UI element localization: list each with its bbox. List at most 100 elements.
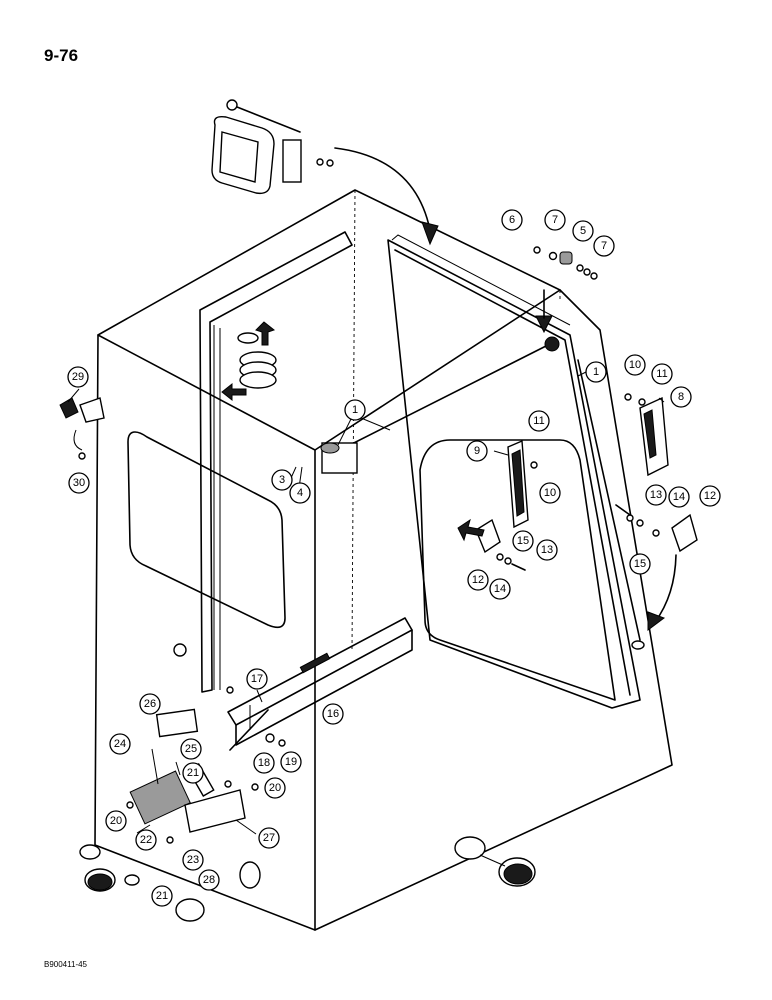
svg-text:13: 13: [650, 489, 662, 501]
svg-text:25: 25: [185, 743, 197, 755]
callout-20-a: 20: [264, 777, 286, 799]
callout-13-b: 13: [536, 539, 558, 561]
control-assembly: [126, 643, 286, 844]
svg-text:4: 4: [297, 487, 303, 499]
callout-26: 26: [139, 693, 161, 715]
callout-10-b: 10: [539, 482, 561, 504]
cab-body: [94, 189, 673, 931]
handle-bracket: [624, 393, 669, 477]
callout-15-b: 15: [512, 530, 534, 552]
svg-text:13: 13: [541, 544, 553, 556]
callout-7-a: 7: [544, 209, 566, 231]
svg-text:15: 15: [517, 535, 529, 547]
callout-4: 4: [289, 482, 311, 504]
callout-19: 19: [280, 751, 302, 773]
callout-22: 22: [135, 829, 157, 851]
callout-6: 6: [501, 209, 523, 231]
svg-text:28: 28: [203, 874, 215, 886]
svg-text:20: 20: [110, 815, 122, 827]
svg-text:8: 8: [678, 391, 684, 403]
svg-text:20: 20: [269, 782, 281, 794]
figure-code: B900411-45: [44, 960, 87, 969]
svg-text:18: 18: [258, 757, 270, 769]
svg-text:23: 23: [187, 854, 199, 866]
callout-8: 8: [670, 386, 692, 408]
plug-arrow: [479, 854, 506, 867]
leader-lines: [67, 371, 665, 835]
latch-arrow-right: [654, 554, 677, 623]
callout-11-a: 11: [651, 363, 673, 385]
callout-14-b: 14: [489, 578, 511, 600]
latch-brackets: [475, 504, 698, 571]
svg-text:7: 7: [601, 240, 607, 252]
grab-handle: [507, 439, 538, 529]
svg-text:17: 17: [251, 673, 263, 685]
callout-21-b: 21: [151, 885, 173, 907]
svg-text:1: 1: [352, 404, 358, 416]
callout-9: 9: [466, 440, 488, 462]
svg-text:11: 11: [656, 368, 667, 380]
stay-cable: [320, 336, 645, 650]
callout-3: 3: [271, 469, 293, 491]
svg-text:12: 12: [472, 574, 484, 586]
mirror-arrow-head: [421, 221, 439, 246]
svg-text:21: 21: [156, 890, 168, 902]
callout-27: 27: [258, 827, 280, 849]
callout-12-a: 12: [699, 485, 721, 507]
pivot-hardware: [533, 246, 598, 280]
callout-1-a: 1: [344, 399, 366, 421]
svg-text:3: 3: [279, 474, 285, 486]
svg-text:29: 29: [72, 371, 84, 383]
svg-text:7: 7: [552, 214, 558, 226]
mirror-assembly: [211, 99, 334, 195]
callout-21-a: 21: [182, 762, 204, 784]
callout-11-b: 11: [528, 410, 550, 432]
door-frame: [199, 231, 353, 693]
callout-14-a: 14: [668, 486, 690, 508]
callouts: 1 1 3 4 5 6 7 7 8 9 10 10 11 11 12 12 13…: [67, 209, 721, 907]
callout-24: 24: [109, 733, 131, 755]
mirror-direction-arrow: [334, 147, 431, 231]
callout-28: 28: [198, 869, 220, 891]
left-arrow: [221, 382, 247, 402]
weatherstrip-coil: [237, 332, 277, 389]
callout-25: 25: [180, 738, 202, 760]
hole-plugs: [79, 836, 536, 922]
svg-text:10: 10: [629, 359, 641, 371]
page-number: 9-76: [44, 46, 79, 65]
svg-text:15: 15: [634, 558, 646, 570]
svg-text:24: 24: [114, 738, 126, 750]
svg-text:30: 30: [73, 477, 85, 489]
up-arrow: [255, 321, 276, 346]
callout-20-b: 20: [105, 810, 127, 832]
svg-text:6: 6: [509, 214, 515, 226]
svg-text:10: 10: [544, 487, 556, 499]
callout-7-b: 7: [593, 235, 615, 257]
svg-text:12: 12: [704, 490, 716, 502]
callout-16: 16: [322, 703, 344, 725]
svg-text:26: 26: [144, 698, 156, 710]
svg-text:5: 5: [580, 225, 586, 237]
lower-rail: [227, 617, 413, 746]
callout-23: 23: [182, 849, 204, 871]
callout-29: 29: [67, 366, 89, 388]
svg-text:22: 22: [140, 834, 152, 846]
svg-text:14: 14: [673, 491, 685, 503]
callout-15-a: 15: [629, 553, 651, 575]
svg-text:9: 9: [474, 445, 480, 457]
callout-18: 18: [253, 752, 275, 774]
svg-text:11: 11: [533, 415, 544, 427]
dome-lamp: [59, 397, 105, 460]
side-window: [127, 431, 286, 629]
callout-1-b: 1: [585, 361, 607, 383]
svg-text:19: 19: [285, 756, 297, 768]
callout-5: 5: [572, 220, 594, 242]
svg-text:1: 1: [593, 366, 599, 378]
latch-arrow-left: [457, 518, 485, 542]
svg-text:14: 14: [494, 583, 506, 595]
svg-text:21: 21: [187, 767, 199, 779]
callout-10-a: 10: [624, 354, 646, 376]
callout-12-b: 12: [467, 569, 489, 591]
callout-17: 17: [246, 668, 268, 690]
